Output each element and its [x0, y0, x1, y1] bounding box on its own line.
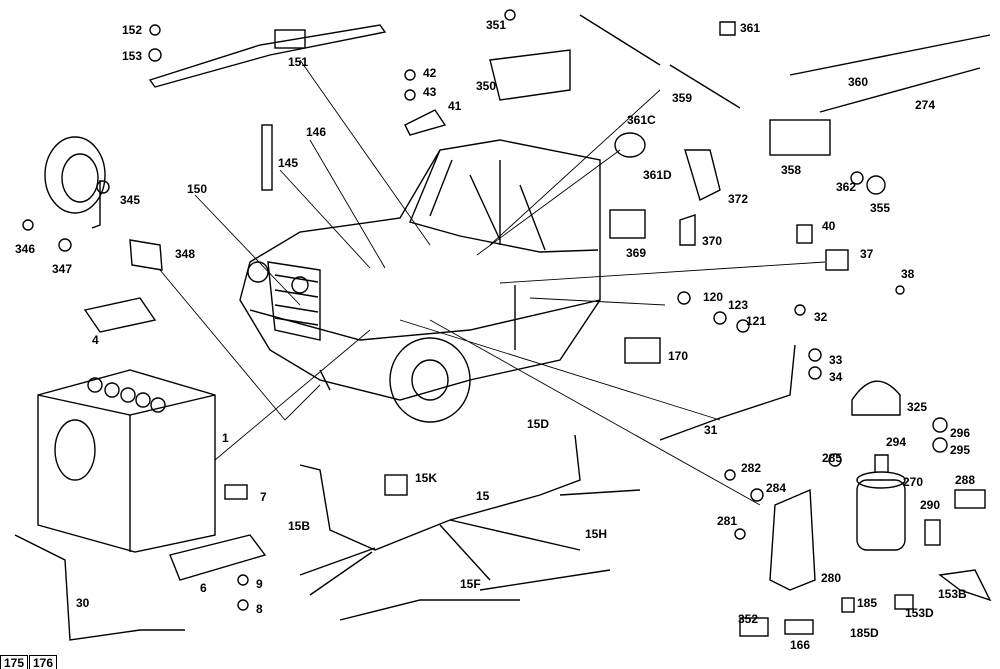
part-label: 153B [938, 587, 967, 601]
part-label: 288 [955, 473, 976, 487]
leader-lines [159, 59, 826, 506]
part-label: 352 [738, 612, 759, 626]
part-label: 121 [746, 314, 767, 328]
part-label: 33 [829, 353, 843, 367]
part-label: 43 [423, 85, 437, 99]
part-label: 42 [423, 66, 437, 80]
part-label: 362 [836, 180, 857, 194]
part-label: 32 [814, 310, 828, 324]
part-label: 361 [740, 21, 761, 35]
part-label: 185D [850, 626, 879, 640]
part-label: 41 [448, 99, 462, 113]
part-label: 15 [476, 489, 490, 503]
part-label: 372 [728, 192, 749, 206]
part-label: 290 [920, 498, 941, 512]
part-label: 280 [821, 571, 842, 585]
part-label: 15F [460, 577, 481, 591]
part-label: 166 [790, 638, 811, 652]
part-label: 40 [822, 219, 836, 233]
page-number: 175 [0, 655, 29, 669]
part-label: 9 [256, 577, 263, 591]
part-label: 15K [415, 471, 438, 485]
part-label: 361C [627, 113, 656, 127]
car-illustration [239, 139, 601, 423]
part-label: 4 [92, 333, 99, 347]
part-label: 170 [668, 349, 689, 363]
distributor-cap-illustration [851, 380, 901, 416]
part-label: 152 [122, 23, 143, 37]
part-label: 285 [822, 451, 843, 465]
cables-illustration [14, 14, 991, 641]
part-label: 153 [122, 49, 143, 63]
part-label: 358 [781, 163, 802, 177]
battery-illustration [37, 369, 216, 553]
part-label: 360 [848, 75, 869, 89]
part-label: 345 [120, 193, 141, 207]
part-label: 270 [903, 475, 924, 489]
part-label: 351 [486, 18, 507, 32]
part-label: 350 [476, 79, 497, 93]
part-label: 347 [52, 262, 73, 276]
part-label: 146 [306, 125, 327, 139]
part-label: 294 [886, 435, 907, 449]
part-label: 15H [585, 527, 608, 541]
coil-bracket-illustration [769, 488, 816, 591]
part-label: 355 [870, 201, 891, 215]
part-label: 282 [741, 461, 762, 475]
part-label: 123 [728, 298, 749, 312]
horn-illustration [44, 136, 110, 229]
part-label: 37 [860, 247, 874, 261]
part-label: 8 [256, 602, 263, 616]
part-label: 151 [288, 55, 309, 69]
part-label: 34 [829, 370, 843, 384]
part-label: 281 [717, 514, 738, 528]
part-label: 346 [15, 242, 36, 256]
part-label: 361D [643, 168, 672, 182]
part-label: 15B [288, 519, 311, 533]
part-label: 185 [857, 596, 878, 610]
part-label: 153D [905, 606, 934, 620]
part-label: 370 [702, 234, 723, 248]
part-label: 274 [915, 98, 936, 112]
bracket-plate [274, 29, 306, 49]
ignition-coil-illustration [856, 454, 906, 551]
part-label: 145 [278, 156, 299, 170]
part-label: 348 [175, 247, 196, 261]
part-label: 30 [76, 596, 90, 610]
part-label: 284 [766, 481, 787, 495]
part-label: 359 [672, 91, 693, 105]
bracket-illustration [148, 24, 387, 88]
small-parts-illustration [22, 9, 992, 637]
part-label: 1 [222, 431, 229, 445]
part-label: 369 [626, 246, 647, 260]
part-label: 31 [704, 423, 718, 437]
part-label: 120 [703, 290, 724, 304]
part-label: 38 [901, 267, 915, 281]
part-label: 295 [950, 443, 971, 457]
part-label: 325 [907, 400, 928, 414]
part-label: 296 [950, 426, 971, 440]
part-label: 7 [260, 490, 267, 504]
part-label: 15D [527, 417, 550, 431]
page-number: 176 [29, 655, 58, 669]
part-label: 6 [200, 581, 207, 595]
part-label: 150 [187, 182, 208, 196]
